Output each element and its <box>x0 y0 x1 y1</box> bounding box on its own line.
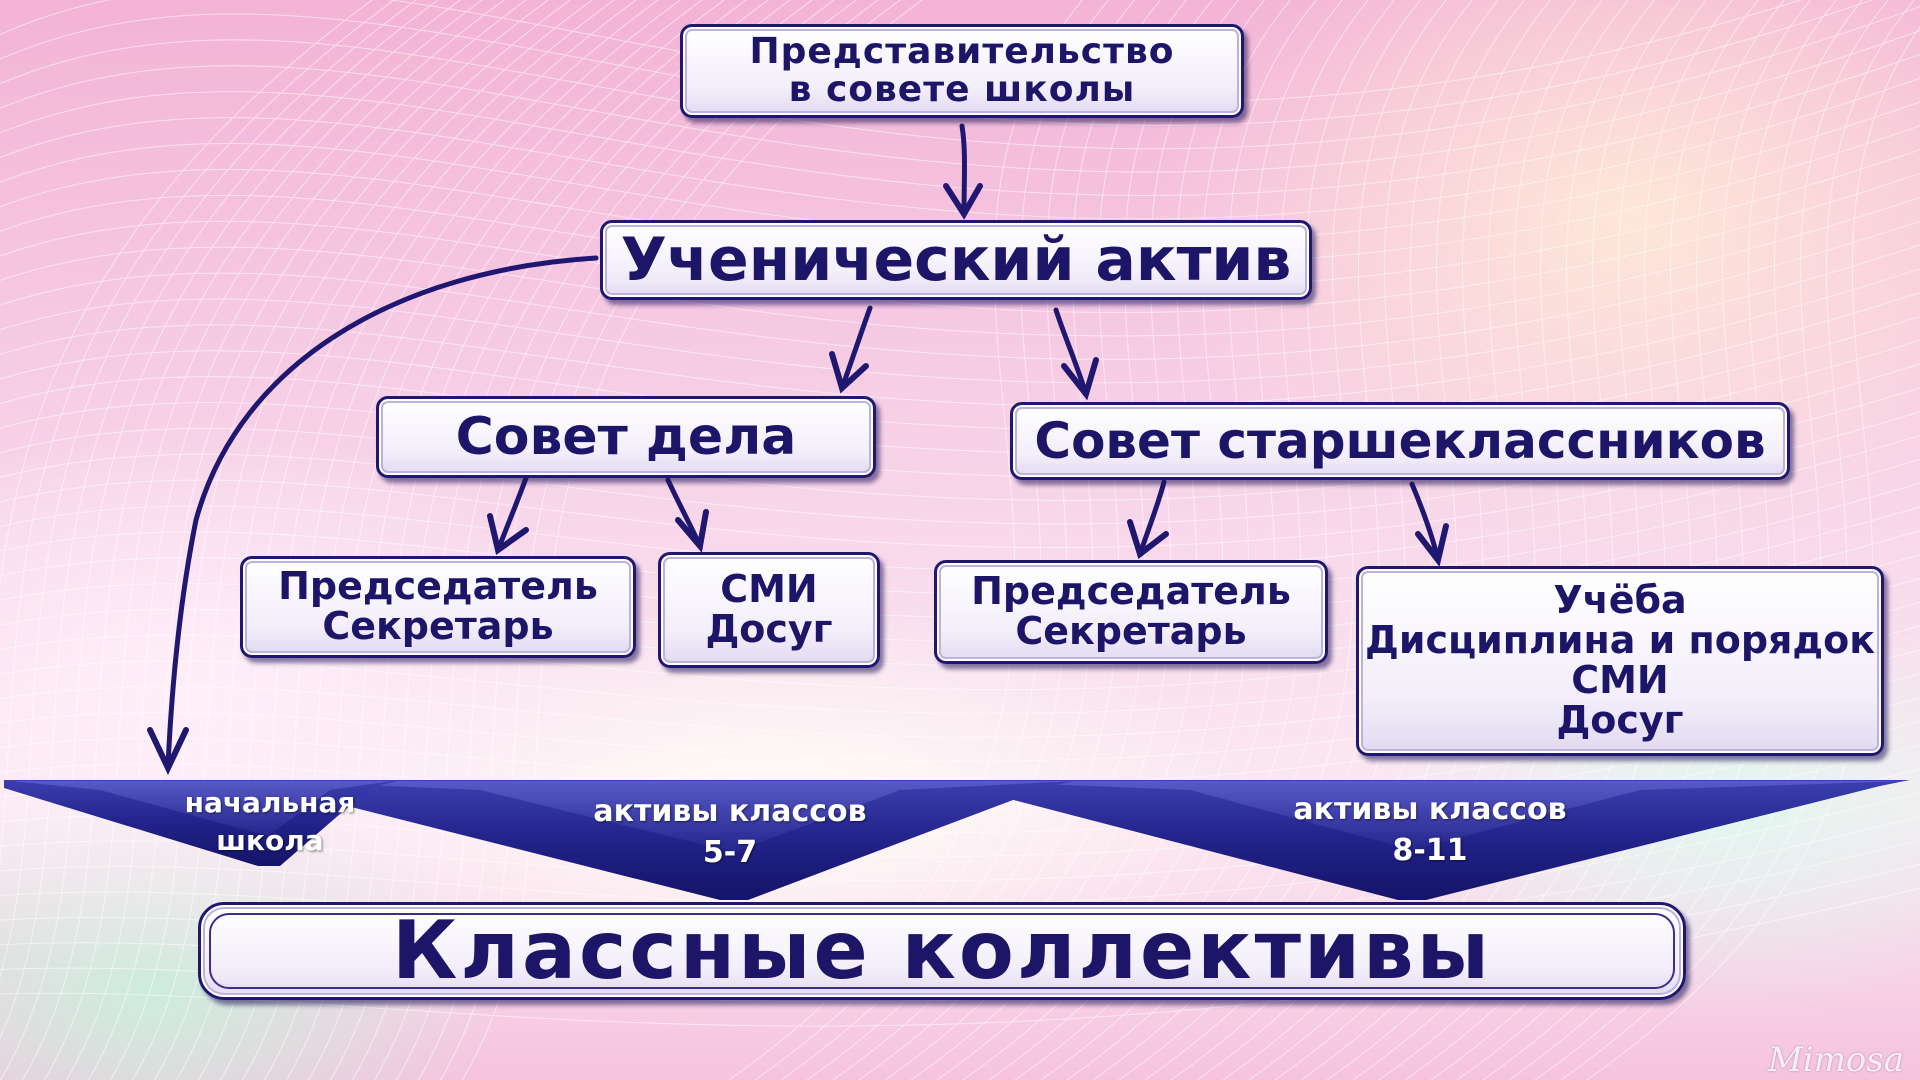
arrow-activ-to-sovet <box>1053 307 1089 397</box>
sector-discipline: Дисциплина и порядок <box>1364 618 1876 663</box>
sector-smi: СМИ <box>1571 658 1669 702</box>
sector-leisure: Досуг <box>1556 697 1684 742</box>
delo-media-leisure: Досуг <box>705 607 833 651</box>
band-5-7-line-1: активы классов <box>593 794 867 829</box>
student-activ-label: Ученический актив <box>620 224 1292 295</box>
class-collectives-box: Классные коллективы <box>198 902 1686 1000</box>
starsh-roles-box: Председатель Секретарь <box>934 560 1328 664</box>
representation-line-1: Представительство <box>749 31 1175 73</box>
band-5-7-label: активы классов 5-7 <box>560 792 900 873</box>
sovet-starsh-label: Совет старшеклассников <box>1034 411 1766 470</box>
class-collectives-label: Классные коллективы <box>392 904 1492 997</box>
band-8-11-label: активы классов 8-11 <box>1250 790 1610 871</box>
band-8-11-line-1: активы классов <box>1293 792 1567 827</box>
delo-roles-box: Председатель Секретарь <box>240 556 636 658</box>
band-5-7 <box>268 780 1080 900</box>
representation-line-2: в совете школы <box>788 69 1136 110</box>
arrow-delo-to-pred <box>495 475 529 553</box>
sector-study: Учёба <box>1553 578 1687 623</box>
representation-box: Представительство в совете школы <box>680 24 1244 118</box>
arrow-sovet-to-pred <box>1137 479 1167 557</box>
arrow-activ-to-delo <box>839 305 873 391</box>
student-activ-box: Ученический актив <box>600 220 1312 300</box>
arrow-rep-to-activ <box>959 123 967 217</box>
band-primary-line-1: начальная <box>184 786 356 819</box>
starsh-role-secretary: Секретарь <box>1015 609 1247 653</box>
delo-role-secretary: Секретарь <box>322 604 554 648</box>
band-8-11 <box>960 780 1910 900</box>
band-primary-line-2: школа <box>216 823 324 857</box>
sovet-dela-box: Совет дела <box>376 396 876 478</box>
delo-role-chair: Председатель <box>278 564 598 609</box>
starsh-sectors-box: Учёба Дисциплина и порядок СМИ Досуг <box>1356 566 1884 756</box>
delo-media-box: СМИ Досуг <box>658 552 880 668</box>
delo-media-smi: СМИ <box>720 567 818 612</box>
watermark: Mimosa <box>1767 1040 1904 1080</box>
arrow-activ-to-primary <box>165 255 599 769</box>
band-5-7-line-2: 5-7 <box>702 834 758 870</box>
starsh-role-chair: Председатель <box>971 569 1291 614</box>
band-8-11-line-2: 8-11 <box>1392 832 1468 868</box>
band-primary-label: начальная школа <box>160 784 380 860</box>
band-primary <box>4 780 400 866</box>
sovet-dela-label: Совет дела <box>455 406 797 467</box>
sovet-starsh-box: Совет старшеклассников <box>1010 402 1790 480</box>
arrow-sovet-to-sectors <box>1409 481 1441 563</box>
